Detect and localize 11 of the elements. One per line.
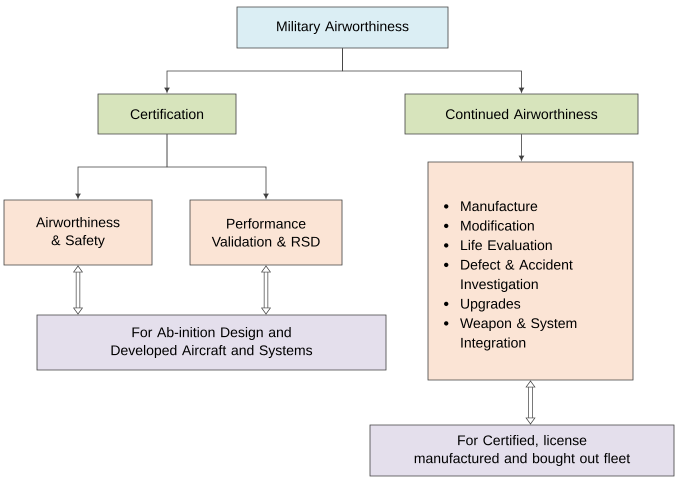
process-box: Airworthiness & Safety xyxy=(4,200,152,266)
scope-box: For Ab-inition Design and Developed Aircraft and Systems xyxy=(36,314,386,370)
arrow xyxy=(518,134,524,161)
arrow xyxy=(342,48,524,93)
arrow xyxy=(166,134,269,199)
title-box: Military Airworthiness xyxy=(236,6,448,48)
scope-box: For Certified, license manufactured and bought out fleet xyxy=(370,424,674,476)
bullet-list-box: Manufacture Modification Life Evaluation Defect & Accident Investigation Upgrades Weapon & System Integration xyxy=(428,162,634,380)
category-box: Continued Airworthiness xyxy=(404,94,638,134)
category-box: Certification xyxy=(98,94,236,134)
process-box: Performance Validation & RSD xyxy=(190,200,342,266)
